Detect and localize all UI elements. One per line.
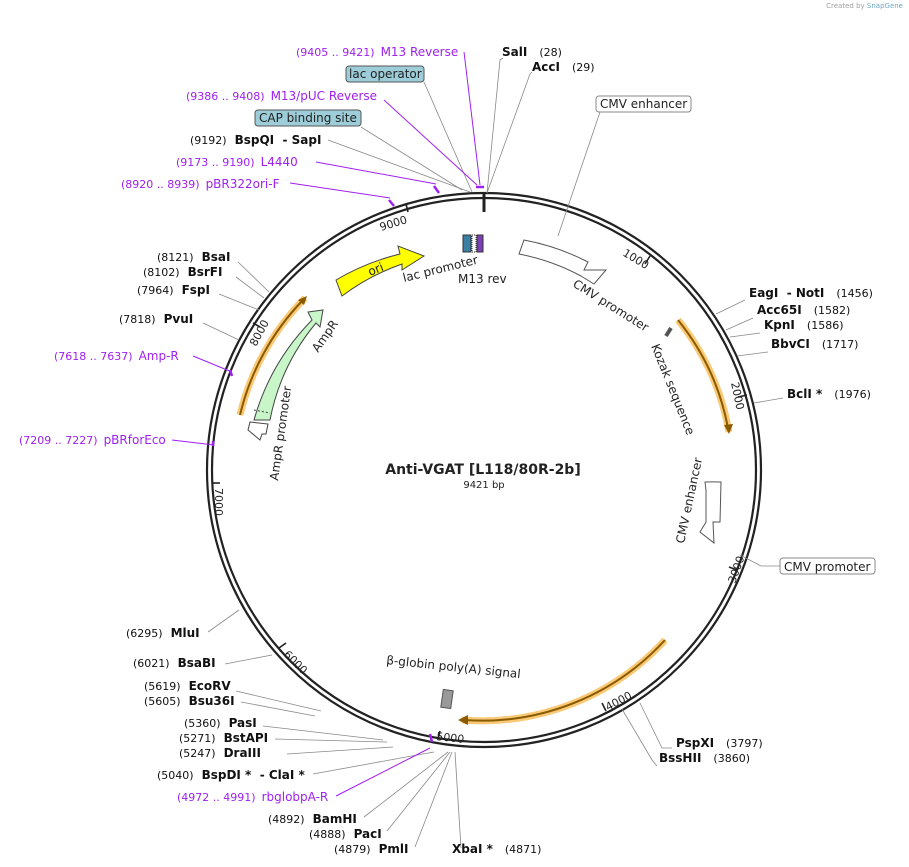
lac-operator-box (345, 65, 425, 83)
m13-rev-label: M13 rev (458, 272, 507, 286)
cmv-enhancer-box-label: CMV enhancer (600, 97, 687, 111)
connector-lines (202, 57, 784, 849)
sites-right: SalI(28) AccI(29) EagI - NotI(1456) Acc6… (452, 45, 873, 856)
primer-pbrforeco: (7209 .. 7227)pBRforEco (19, 433, 166, 447)
primer-amp-r: (7618 .. 7637)Amp-R (54, 349, 179, 363)
tick-label: 7000 (212, 488, 225, 516)
primer-lines (171, 51, 481, 797)
tick-label: 4000 (603, 689, 634, 714)
site-draiii: (5247)DraIII (179, 746, 261, 760)
site-kpni: KpnI(1586) (764, 318, 843, 332)
primer-pbr322ori-f: (8920 .. 8939)pBR322ori-F (121, 177, 280, 191)
kozak-mark (664, 326, 673, 338)
lac-promoter-block (462, 234, 472, 253)
primer-l4440: (9173 .. 9190)L4440 (176, 155, 298, 169)
site-bsabi: (6021)BsaBI (133, 656, 216, 670)
site-bspqi-sapi: (9192)BspQI - SapI (190, 133, 321, 147)
credit-brand: SnapGene (866, 2, 903, 10)
cmv-promoter-box-label: CMV promoter (784, 560, 871, 574)
lac-operator-block (471, 234, 477, 253)
tick-label: 3000 (726, 554, 748, 585)
site-eagi-noti: EagI - NotI(1456) (749, 286, 873, 300)
tick-label: 5000 (436, 730, 465, 746)
primer-rbglobpa-r: (4972 .. 4991)rbglobpA-R (177, 790, 328, 804)
cap-site-box (254, 109, 362, 127)
ampr-arc (253, 309, 324, 421)
primer-m13-reverse: (9405 .. 9421)M13 Reverse (296, 45, 458, 59)
site-pasi: (5360)PasI (184, 716, 257, 730)
sites-left: (9192)BspQI - SapI (8121)BsaI (8102)BsrF… (119, 133, 408, 856)
site-pmli: (4879)PmlI (334, 842, 408, 856)
tick-label: 9000 (378, 213, 409, 234)
inner-features (236, 234, 733, 725)
polya-box (440, 688, 454, 710)
site-acci: AccI(29) (532, 60, 595, 74)
orange-cds-left-arrow (298, 296, 307, 305)
cmv-promoter-box (779, 557, 876, 575)
orange-cds-left-line (239, 299, 304, 416)
ori-arc (335, 245, 426, 297)
cmv-promoter-arc (699, 481, 722, 545)
site-pvui: (7818)PvuI (119, 312, 193, 326)
cmv-enhancer-arc (518, 239, 608, 285)
tick-marks (212, 194, 748, 740)
orange-cds-right-line (677, 319, 729, 429)
site-sali: SalI(28) (502, 45, 562, 59)
primer-labels: (9405 .. 9421)M13 Reverse (9386 .. 9408)… (19, 45, 458, 804)
tick-label: 1000 (620, 246, 651, 272)
site-paci: (4888)PacI (309, 827, 382, 841)
site-bspdi-clai: (5040)BspDI * - ClaI * (157, 768, 306, 782)
primer-marks (211, 185, 484, 743)
orange-cds-bottom-arrow (458, 715, 468, 725)
lac-operator-label: lac operator (349, 67, 422, 81)
plasmid-name: Anti-VGAT [L118/80R-2b] (385, 462, 580, 478)
site-pspxi: PspXI(3797) (676, 736, 763, 750)
site-xbai: XbaI *(4871) (452, 842, 541, 856)
site-bsshii: BssHII(3860) (659, 751, 750, 765)
site-acc65i: Acc65I(1582) (757, 303, 850, 317)
globin-polya-label: β-globin poly(A) signal (386, 653, 522, 681)
orange-cds-bottom-line (463, 639, 666, 722)
kozak-label: Kozak sequence (648, 342, 697, 437)
site-bsu36i: (5605)Bsu36I (144, 694, 235, 708)
site-fspi: (7964)FspI (137, 283, 210, 297)
site-mlui: (6295)MluI (126, 626, 200, 640)
m13-rev-block (476, 234, 484, 253)
primer-m13-puc-reverse: (9386 .. 9408)M13/pUC Reverse (186, 89, 377, 103)
feature-boxes: CMV enhancer CMV promoter lac operator C… (254, 65, 876, 575)
site-bsai: (8121)BsaI (157, 250, 230, 264)
plasmid-length: 9421 bp (463, 480, 504, 491)
cap-site-label: CAP binding site (259, 111, 357, 125)
site-ecorv: (5619)EcoRV (144, 679, 231, 693)
orange-cds-bottom (461, 637, 668, 725)
site-bbvci: BbvCI(1717) (771, 337, 858, 351)
ori-label: ori (366, 260, 386, 279)
site-bamhi: (4892)BamHI (268, 812, 357, 826)
credit-prefix: Created by (826, 2, 865, 10)
site-bstapi: (5271)BstAPI (179, 731, 268, 745)
site-bcli: BclI *(1976) (787, 387, 871, 401)
snapgene-credit: Created by SnapGene (826, 2, 903, 10)
tick-label: 2000 (728, 381, 747, 411)
orange-cds-right-arrow (724, 424, 733, 434)
site-bsrfi: (8102)BsrFI (143, 265, 222, 279)
cmv-promoter-arc-label: CMV promoter (570, 277, 651, 335)
cmv-enhancer-box (595, 95, 692, 113)
ampr-promoter-arc (247, 421, 269, 441)
